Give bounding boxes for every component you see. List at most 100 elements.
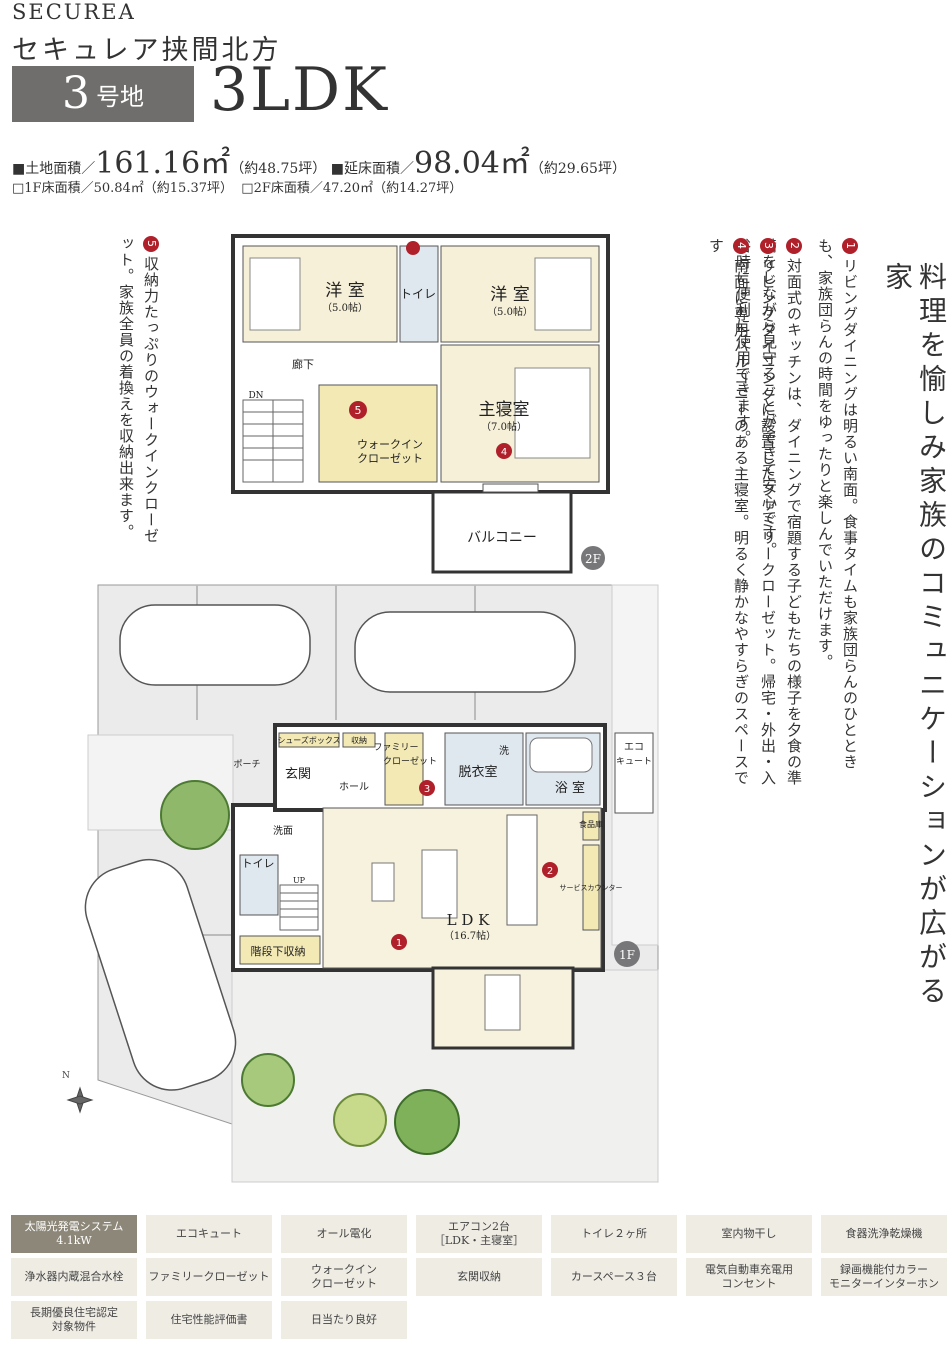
label-washroom: 洗面 (273, 825, 293, 837)
feature-chip-label: 電気自動車充電用 (705, 1263, 793, 1276)
feature-chip: 浄水器内蔵混合水栓 (11, 1258, 137, 1296)
kitchen-counter (506, 814, 538, 926)
feature-text-4: 南面に専用バルコニーのある主寝室。明るく静かなやすらぎのスペースです (707, 238, 750, 786)
feature-number-5: 5 (143, 236, 159, 252)
marker-dot-icon (406, 241, 420, 255)
brand-name: SECUREA (12, 0, 136, 24)
feature-chip: カースペース３台 (551, 1258, 677, 1296)
svg-text:1: 1 (396, 938, 402, 949)
feature-chip-label: カースペース３台 (570, 1270, 658, 1283)
stone-paving (87, 734, 234, 831)
land-area-value: 161.16㎡ (95, 146, 231, 181)
balcony (431, 490, 573, 574)
land-area-tsubo: （約48.75坪） (230, 161, 327, 177)
room-bath (525, 732, 601, 806)
room-dining-bay (431, 966, 575, 1050)
tree-4-icon (394, 1089, 460, 1155)
label-room-east-size: （5.0帖） (487, 305, 533, 318)
feature-2: 2対面式のキッチンは、ダイニングで宿題する子どもたちの様子を夕食の準備をしながら… (756, 238, 806, 798)
feature-number-1: 1 (842, 238, 858, 254)
svg-text:3: 3 (424, 784, 430, 795)
feature-chip-label: エアコン2台 (448, 1220, 510, 1233)
feature-chip: 長期優良住宅認定対象物件 (11, 1301, 137, 1339)
label-storage: 収納 (351, 735, 367, 745)
car-2-icon (354, 611, 576, 693)
label-hall-1f: ホール (339, 781, 369, 793)
coffee-table (371, 862, 395, 902)
feature-chip-label: 食器洗浄乾燥機 (845, 1227, 923, 1240)
car-3-icon (84, 858, 237, 1091)
label-porch: ポーチ (233, 759, 260, 770)
compass-icon (66, 1086, 94, 1114)
feature-chip-label: 録画機能付カラー (840, 1263, 928, 1276)
feature-chip: 食器洗浄乾燥機 (821, 1215, 947, 1253)
marker-1-icon (391, 934, 407, 950)
lot-suffix: 号地 (96, 82, 144, 111)
feature-chip-sub: モニターインターホン (829, 1277, 939, 1290)
feature-chip-label: 太陽光発電システム (24, 1220, 124, 1233)
label-wic-1: ウォークイン (357, 438, 423, 451)
plan-2f (231, 234, 610, 574)
service-counter (582, 844, 600, 931)
feature-text-3: リビングダイニングに設置したファミリークローゼット。帰宅・外出・入浴時に便利に使… (734, 238, 777, 786)
floor-tag-2f (581, 546, 605, 570)
feature-chip: 室内物干し (686, 1215, 812, 1253)
label-under-stairs: 階段下収納 (251, 944, 306, 958)
feature-chip: 日当たり良好 (281, 1301, 407, 1339)
feature-chip-label: 住宅性能評価書 (170, 1313, 248, 1326)
room-wic (318, 384, 438, 483)
sofa (421, 849, 458, 919)
label-toilet-2f: トイレ (400, 287, 436, 301)
label-family-closet-1: ファミリー (373, 743, 418, 753)
label-room-east: 洋 室 (490, 285, 529, 305)
label-hall-2f: 廊下 (292, 357, 314, 371)
label-family-closet-2: クローゼット (383, 755, 437, 767)
gravel-strip (611, 584, 659, 946)
lot-badge: 3 号地 (12, 66, 194, 122)
feature-chip-label: 室内物干し (721, 1227, 777, 1240)
feature-chip-label: ウォークイン (311, 1263, 377, 1276)
feature-chip: 電気自動車充電用コンセント (686, 1258, 812, 1296)
house-1f-outline (231, 803, 605, 972)
project-name: セキュレア挟間北方 (12, 35, 282, 66)
feature-chip-label: ファミリークローゼット (148, 1270, 270, 1283)
label-master: 主寝室 (479, 399, 530, 420)
feature-chip-label: 玄関収納 (457, 1270, 501, 1283)
floor-area-tsubo: （約29.65坪） (529, 161, 626, 177)
feature-chip-sub: ［LDK・主寝室］ (433, 1234, 525, 1247)
room-family-closet (384, 732, 424, 806)
feature-3: 3リビングダイニングに設置したファミリークローゼット。帰宅・外出・入浴時に便利に… (730, 238, 780, 798)
feature-chip: ウォークインクローゼット (281, 1258, 407, 1296)
storage-1f (342, 732, 376, 748)
marker-2-icon (542, 862, 558, 878)
label-master-size: （7.0帖） (481, 420, 527, 433)
tree-2-icon (241, 1053, 295, 1107)
shoebox (278, 732, 340, 748)
feature-number-4: 4 (733, 238, 749, 254)
label-entrance: 玄関 (285, 767, 311, 782)
ecocute-unit (614, 732, 654, 814)
feature-1: 1リビングダイニングは明るい南面。食事タイムも家族団らんのひとときも、家族団らん… (812, 238, 862, 798)
label-shoebox: シューズボックス (277, 735, 340, 745)
feature-chip: トイレ２ヶ所 (551, 1215, 677, 1253)
floor-area-label: ■延床面積／ (330, 161, 414, 177)
lot-number: 3 (62, 68, 90, 119)
feature-chip-label: オール電化 (316, 1227, 372, 1240)
label-dn: DN (248, 391, 263, 401)
site-boundary (97, 584, 659, 1183)
trees (160, 780, 460, 1155)
feature-5: 5収納力たっぷりのウォークインクローゼット。家族全員の着換えを収納出来ます。 (113, 236, 163, 556)
room-east (440, 245, 600, 343)
floor-tag-2f-text: 2F (585, 552, 601, 566)
floor-tag-1f-text: 1F (619, 948, 635, 962)
feature-chip: 玄関収納 (416, 1258, 542, 1296)
label-ecocute-1: エコ (624, 742, 644, 753)
feature-chip-label: 浄水器内蔵混合水栓 (24, 1270, 124, 1283)
stairs-1f (279, 884, 319, 931)
beds-2f (249, 257, 592, 459)
feature-chip-label: トイレ２ヶ所 (581, 1227, 647, 1240)
layout-type: 3LDK (210, 55, 389, 125)
feature-number-3: 3 (760, 238, 776, 254)
svg-text:2: 2 (547, 866, 553, 877)
